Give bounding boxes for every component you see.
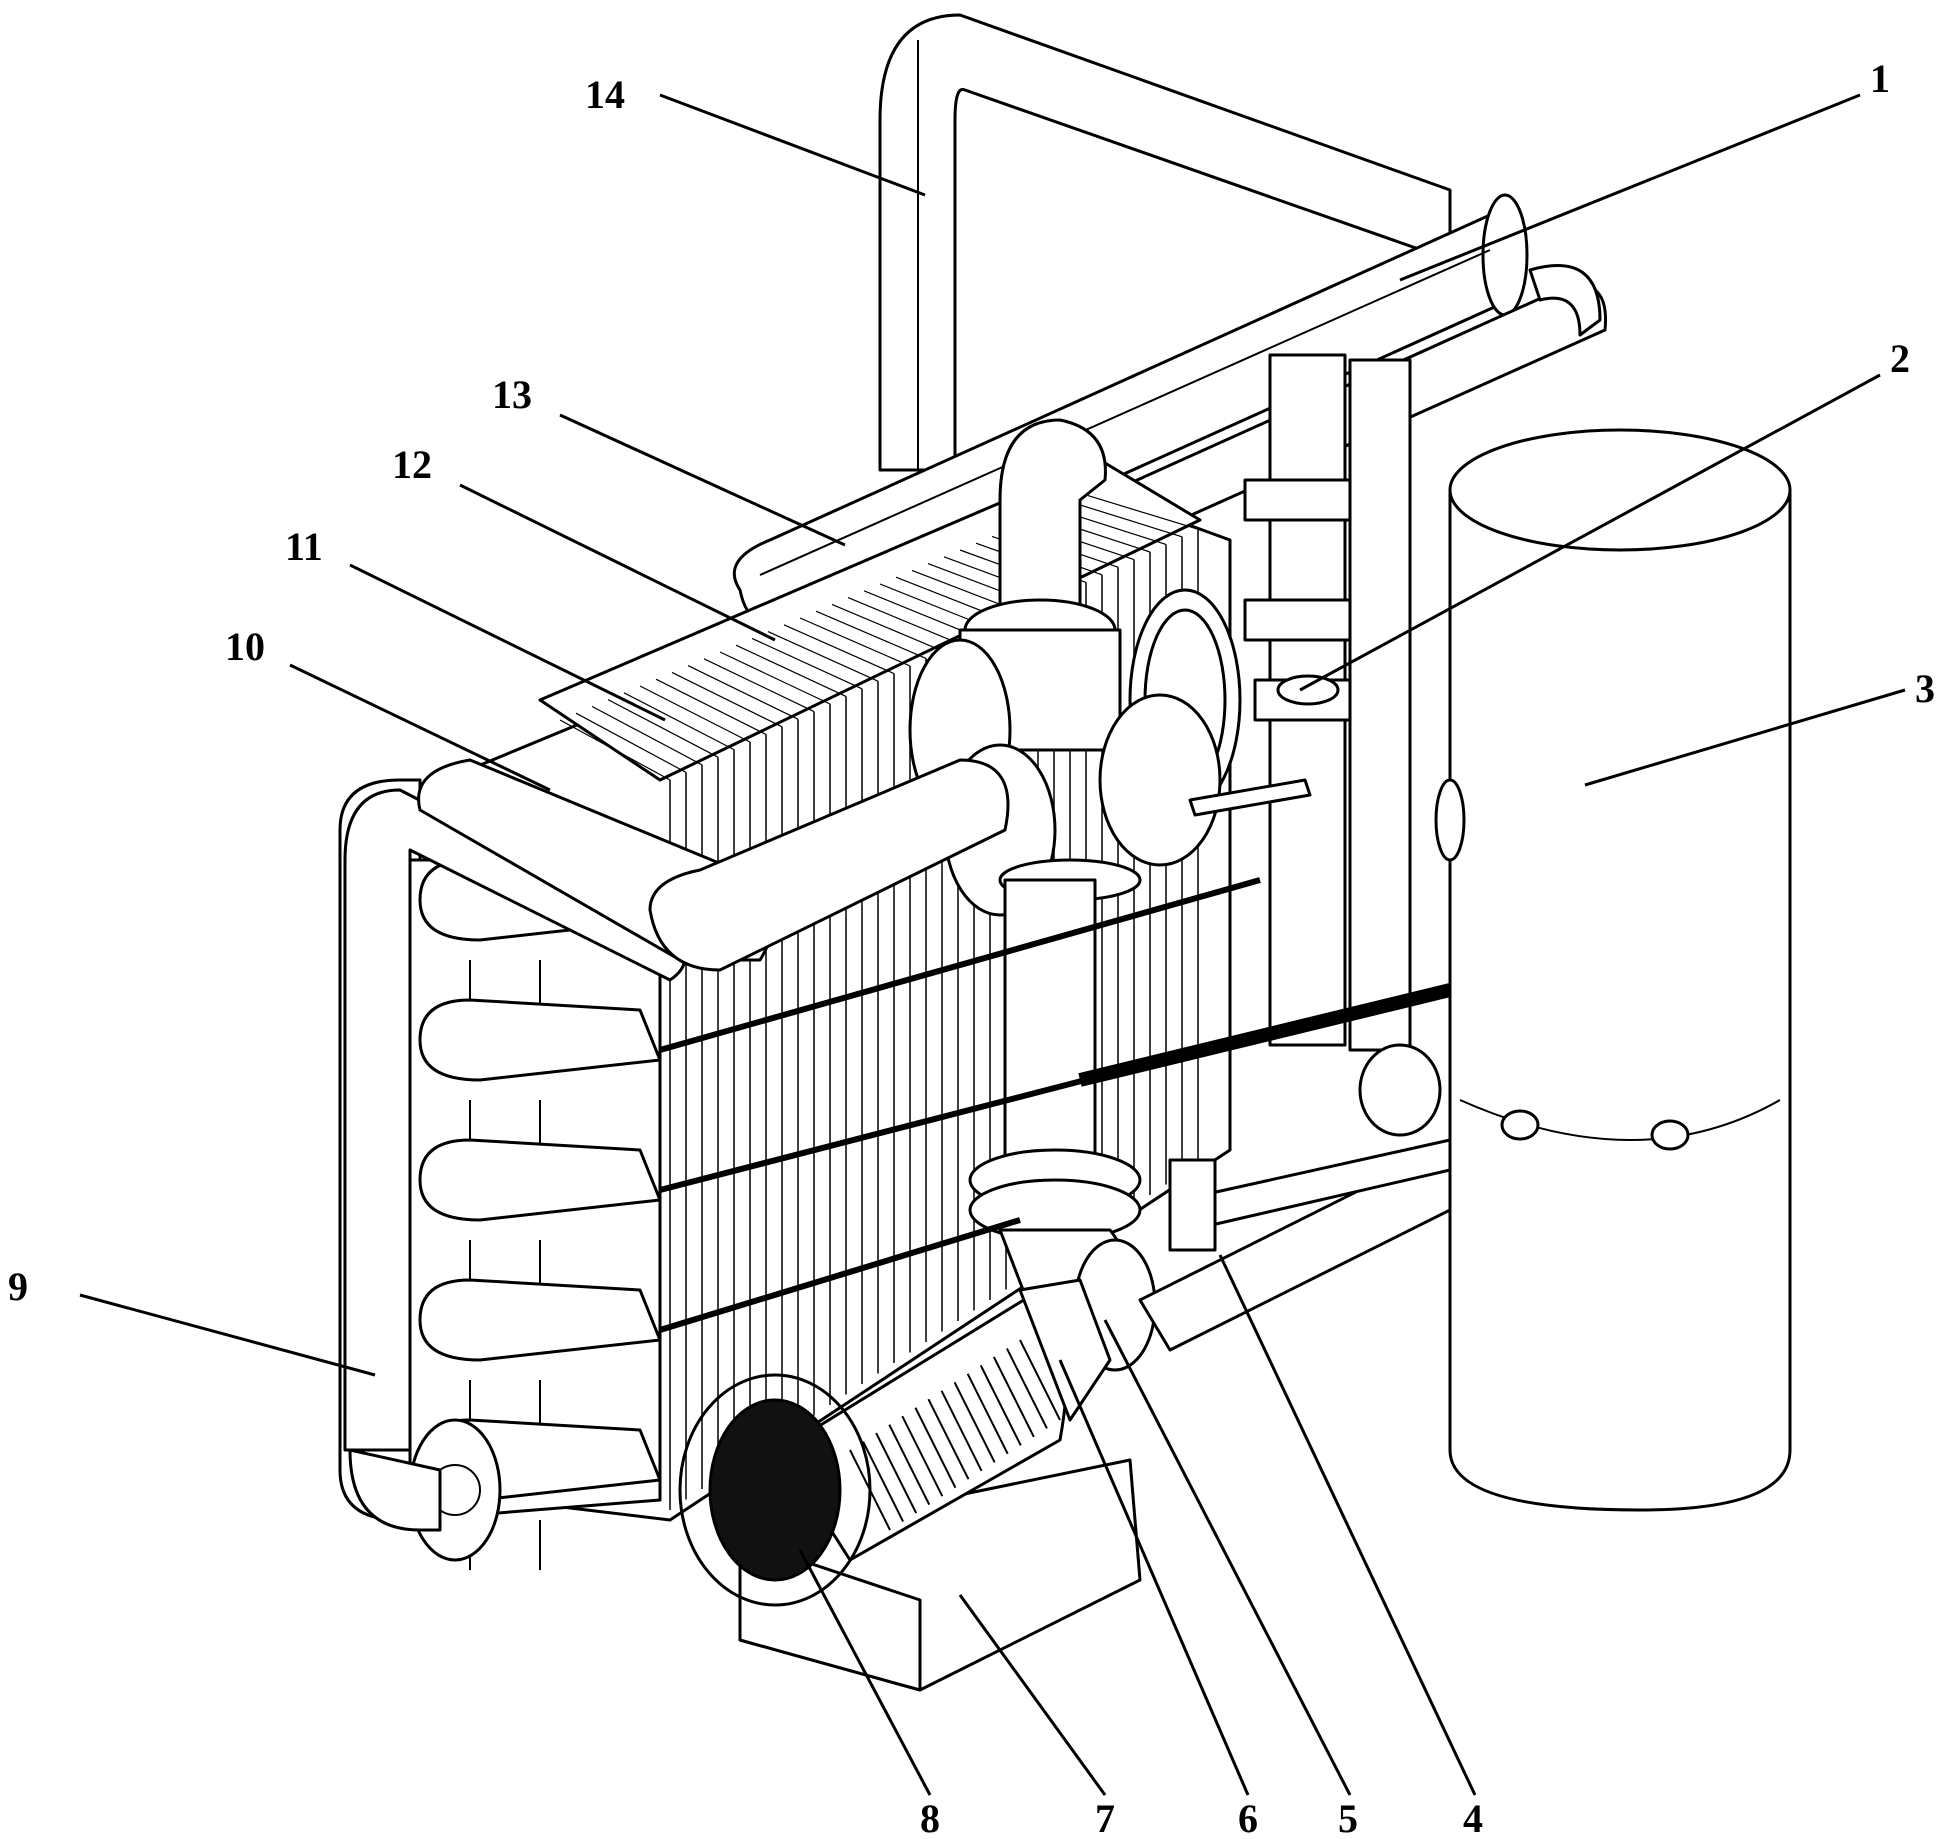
valve-assembly	[648, 418, 1312, 1372]
top-header-pipe	[732, 193, 1529, 628]
callout-3: 3	[1915, 666, 1935, 711]
callout-10: 10	[225, 624, 265, 669]
leader-9	[79, 1293, 376, 1377]
callout-2: 2	[1890, 336, 1910, 381]
leader-13	[559, 413, 846, 547]
leader-11	[349, 563, 666, 722]
leader-5	[1103, 1319, 1352, 1796]
leader-2	[1299, 373, 1881, 692]
leader-1	[1399, 93, 1861, 282]
callout-labels: 1 2 3 4 5 6 7 8 9 10 11 12 13 14	[8, 56, 1935, 1839]
leader-14	[659, 93, 926, 197]
leader-lines	[79, 93, 1906, 1796]
callout-7: 7	[1095, 1796, 1115, 1839]
callout-12: 12	[392, 442, 432, 487]
callout-11: 11	[285, 524, 323, 569]
leader-7	[958, 1594, 1107, 1796]
leader-10	[289, 663, 551, 792]
callout-13: 13	[492, 372, 532, 417]
leader-3	[1584, 688, 1906, 787]
callout-5: 5	[1338, 1796, 1358, 1839]
callout-9: 9	[8, 1264, 28, 1309]
callout-1: 1	[1870, 56, 1890, 101]
callout-6: 6	[1238, 1796, 1258, 1839]
vertical-riser-pipe	[1243, 353, 1412, 1052]
pump-motor	[678, 1278, 1142, 1692]
bottom-outlet-pipe	[1138, 1043, 1472, 1352]
callout-8: 8	[920, 1796, 940, 1839]
callout-14: 14	[585, 72, 625, 117]
leader-12	[459, 483, 776, 642]
vertical-vessel	[1434, 428, 1792, 1512]
tie-rods	[659, 877, 1452, 1333]
leader-4	[1218, 1254, 1477, 1796]
leader-8	[798, 1549, 932, 1796]
leader-6	[1058, 1359, 1250, 1796]
callout-4: 4	[1463, 1796, 1483, 1839]
top-loop-pipe	[878, 13, 1452, 472]
